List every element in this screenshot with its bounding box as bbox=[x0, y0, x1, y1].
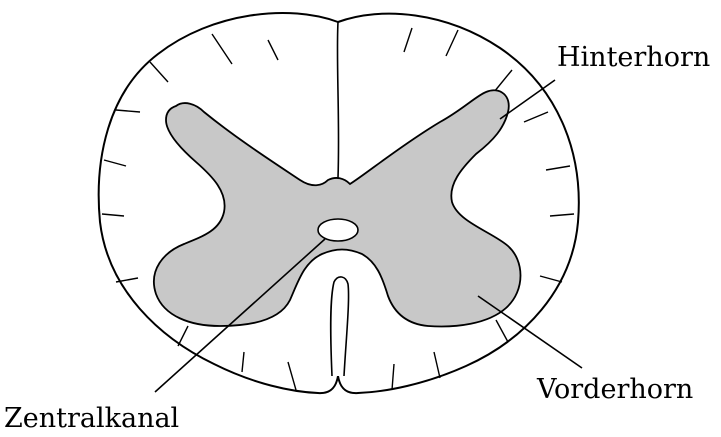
vorderhorn-label: Vorderhorn bbox=[537, 376, 693, 403]
zentralkanal-label: Zentralkanal bbox=[4, 405, 179, 432]
hinterhorn-label: Hinterhorn bbox=[557, 44, 710, 71]
central-canal bbox=[318, 219, 358, 241]
